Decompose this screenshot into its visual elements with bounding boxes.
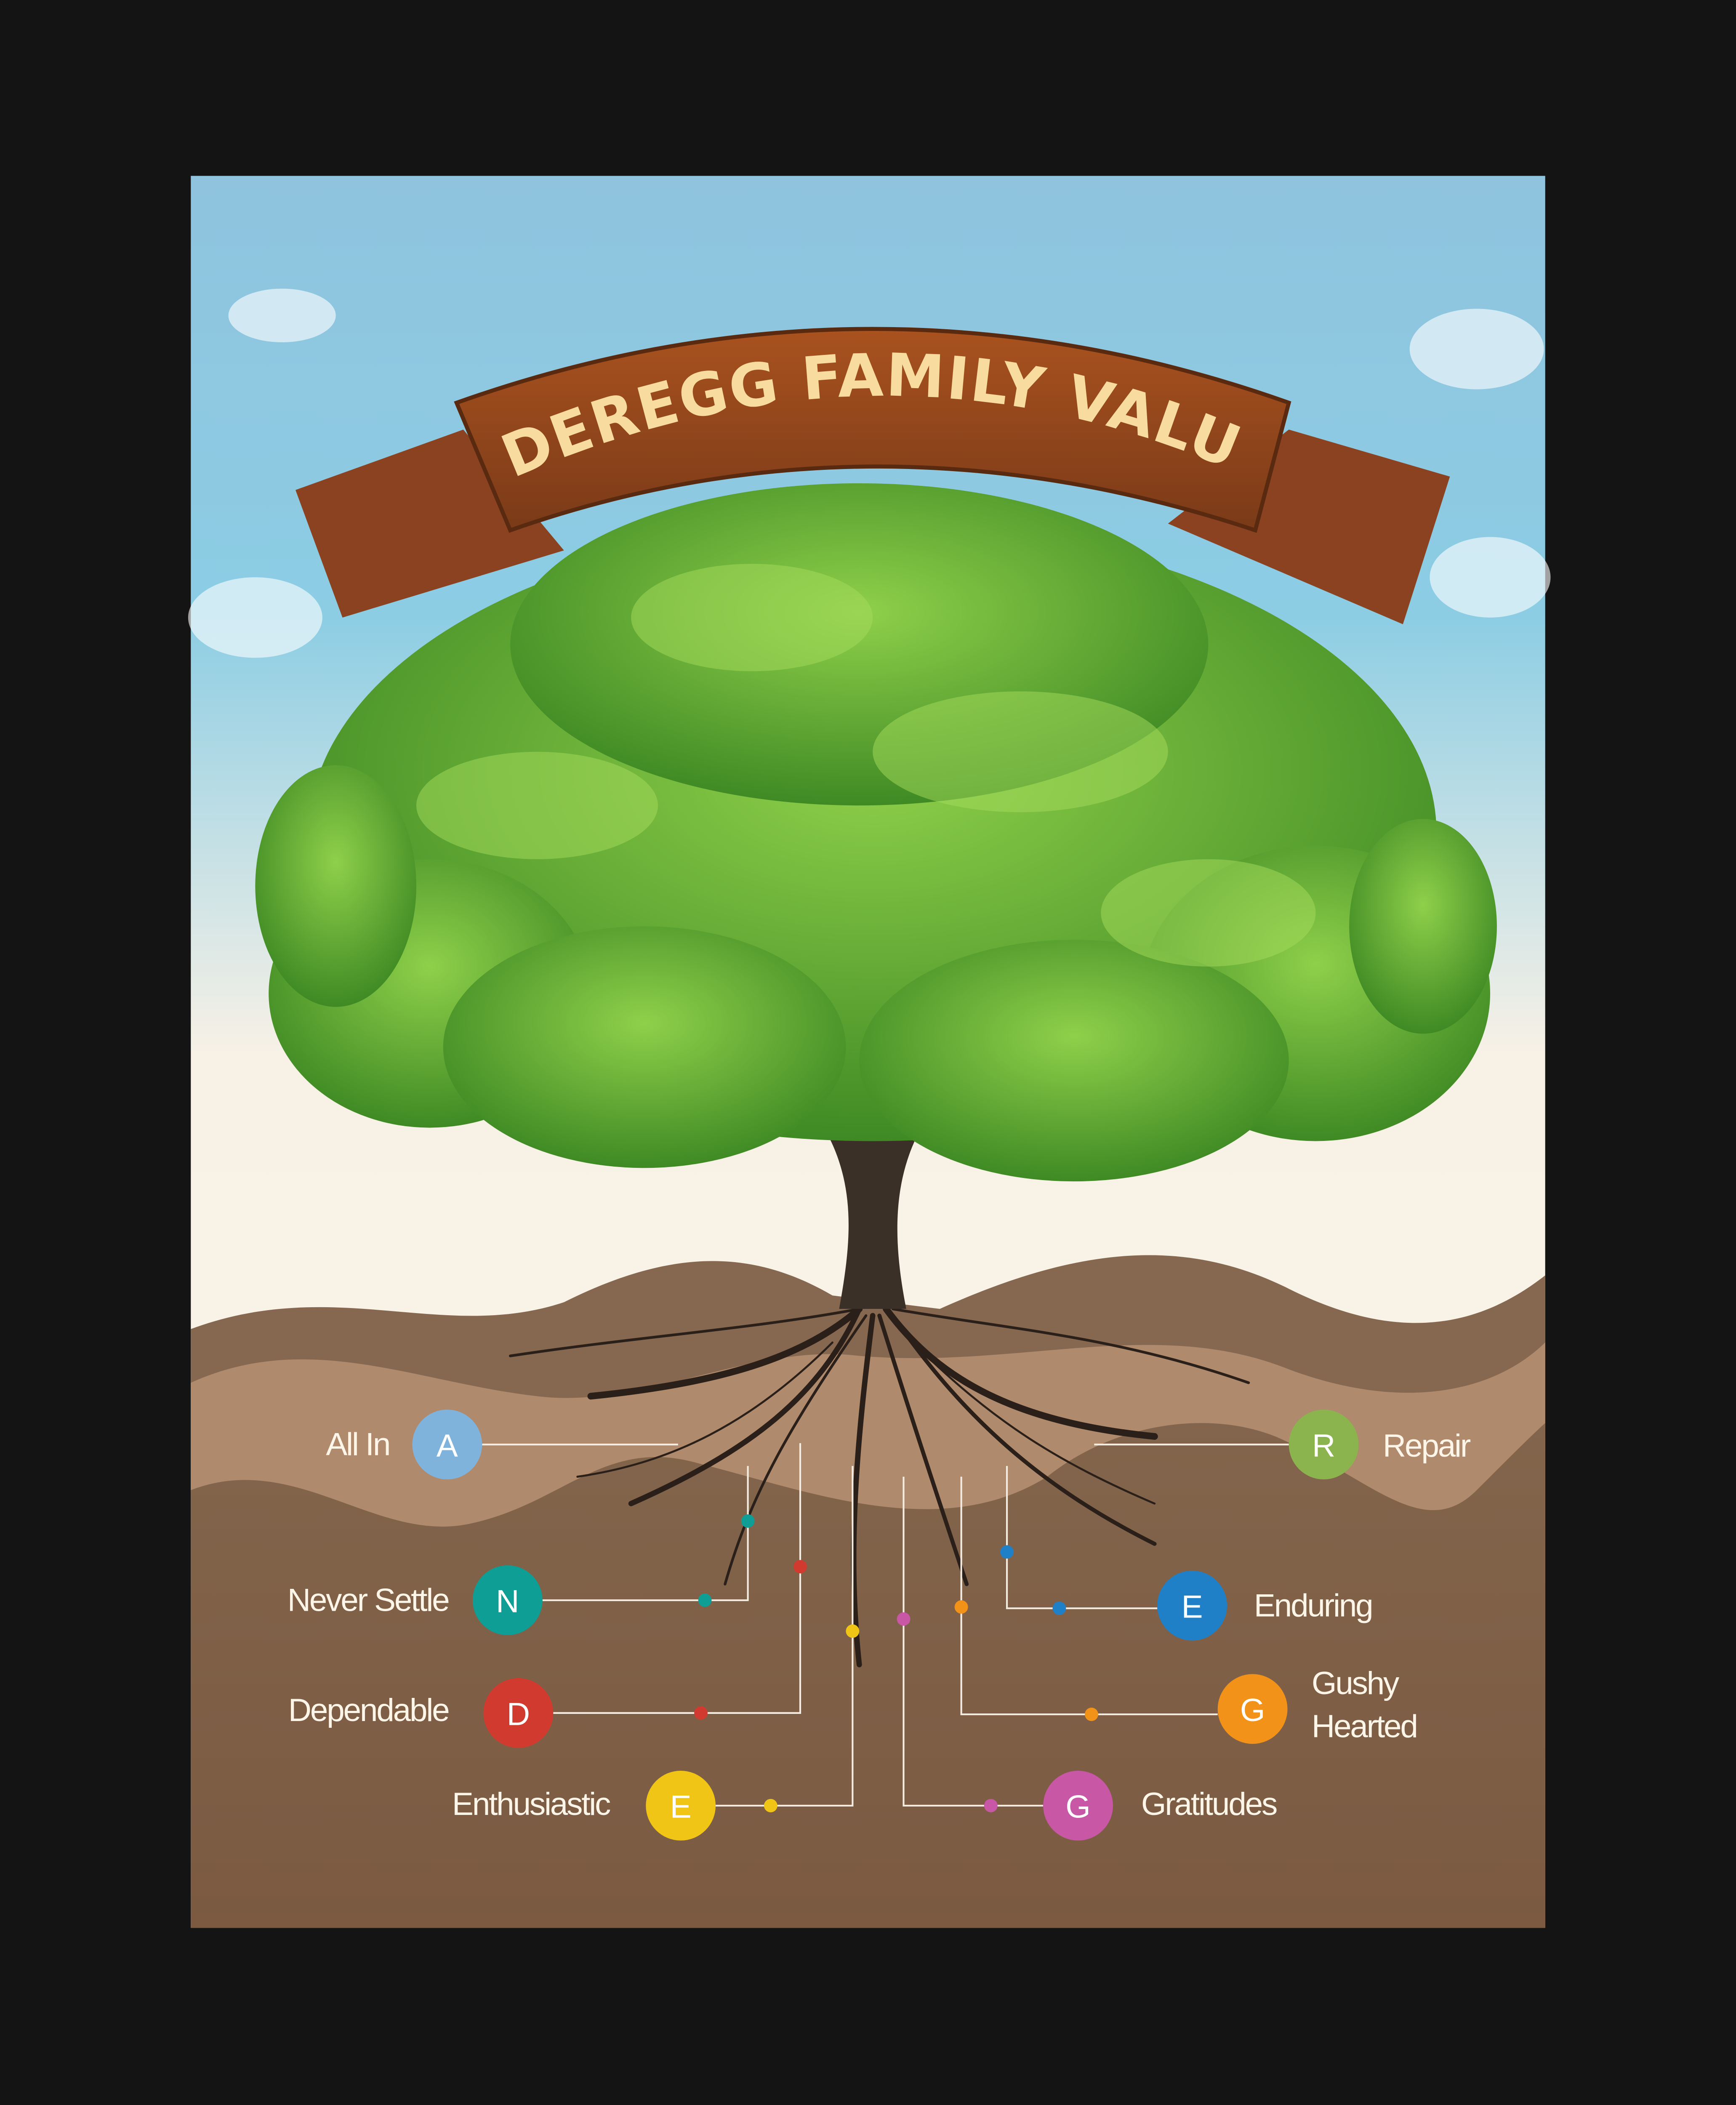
svg-text:Hearted: Hearted: [1312, 1708, 1417, 1744]
soil-layers: [191, 1255, 1545, 1928]
svg-text:E: E: [670, 1789, 692, 1825]
tree-canopy: [255, 483, 1497, 1182]
svg-text:Gratitudes: Gratitudes: [1141, 1786, 1277, 1822]
connector-dots: [694, 1514, 1098, 1812]
svg-text:D: D: [507, 1697, 530, 1732]
svg-text:A: A: [437, 1428, 458, 1464]
svg-text:Enduring: Enduring: [1254, 1588, 1372, 1623]
value-enduring: E Enduring: [1157, 1570, 1374, 1641]
svg-text:R: R: [1312, 1428, 1335, 1464]
svg-text:Never Settle: Never Settle: [288, 1583, 449, 1618]
svg-text:Gushy: Gushy: [1312, 1665, 1400, 1701]
svg-text:G: G: [1065, 1789, 1091, 1825]
value-gushy-hearted: G Gushy Hearted: [1217, 1665, 1418, 1744]
value-all-in: A All In: [326, 1410, 482, 1480]
svg-text:Dependable: Dependable: [288, 1692, 449, 1728]
clouds: [188, 288, 1551, 658]
value-dependable: D Dependable: [288, 1678, 554, 1748]
svg-text:N: N: [496, 1584, 519, 1620]
connector-lines: [482, 1443, 1289, 1807]
tree-illustration: [255, 483, 1497, 1668]
svg-text:G: G: [1240, 1692, 1265, 1728]
tree-roots: [509, 1306, 1250, 1668]
value-gratitudes: G Gratitudes: [1043, 1770, 1278, 1841]
value-never-settle: N Never Settle: [288, 1565, 543, 1635]
value-repair: R Repair: [1289, 1410, 1472, 1480]
svg-text:E: E: [1182, 1589, 1203, 1625]
svg-text:Repair: Repair: [1383, 1428, 1471, 1464]
value-enthusiastic: E Enthusiastic: [452, 1770, 716, 1841]
svg-text:All In: All In: [326, 1427, 389, 1463]
svg-text:Enthusiastic: Enthusiastic: [452, 1786, 610, 1822]
